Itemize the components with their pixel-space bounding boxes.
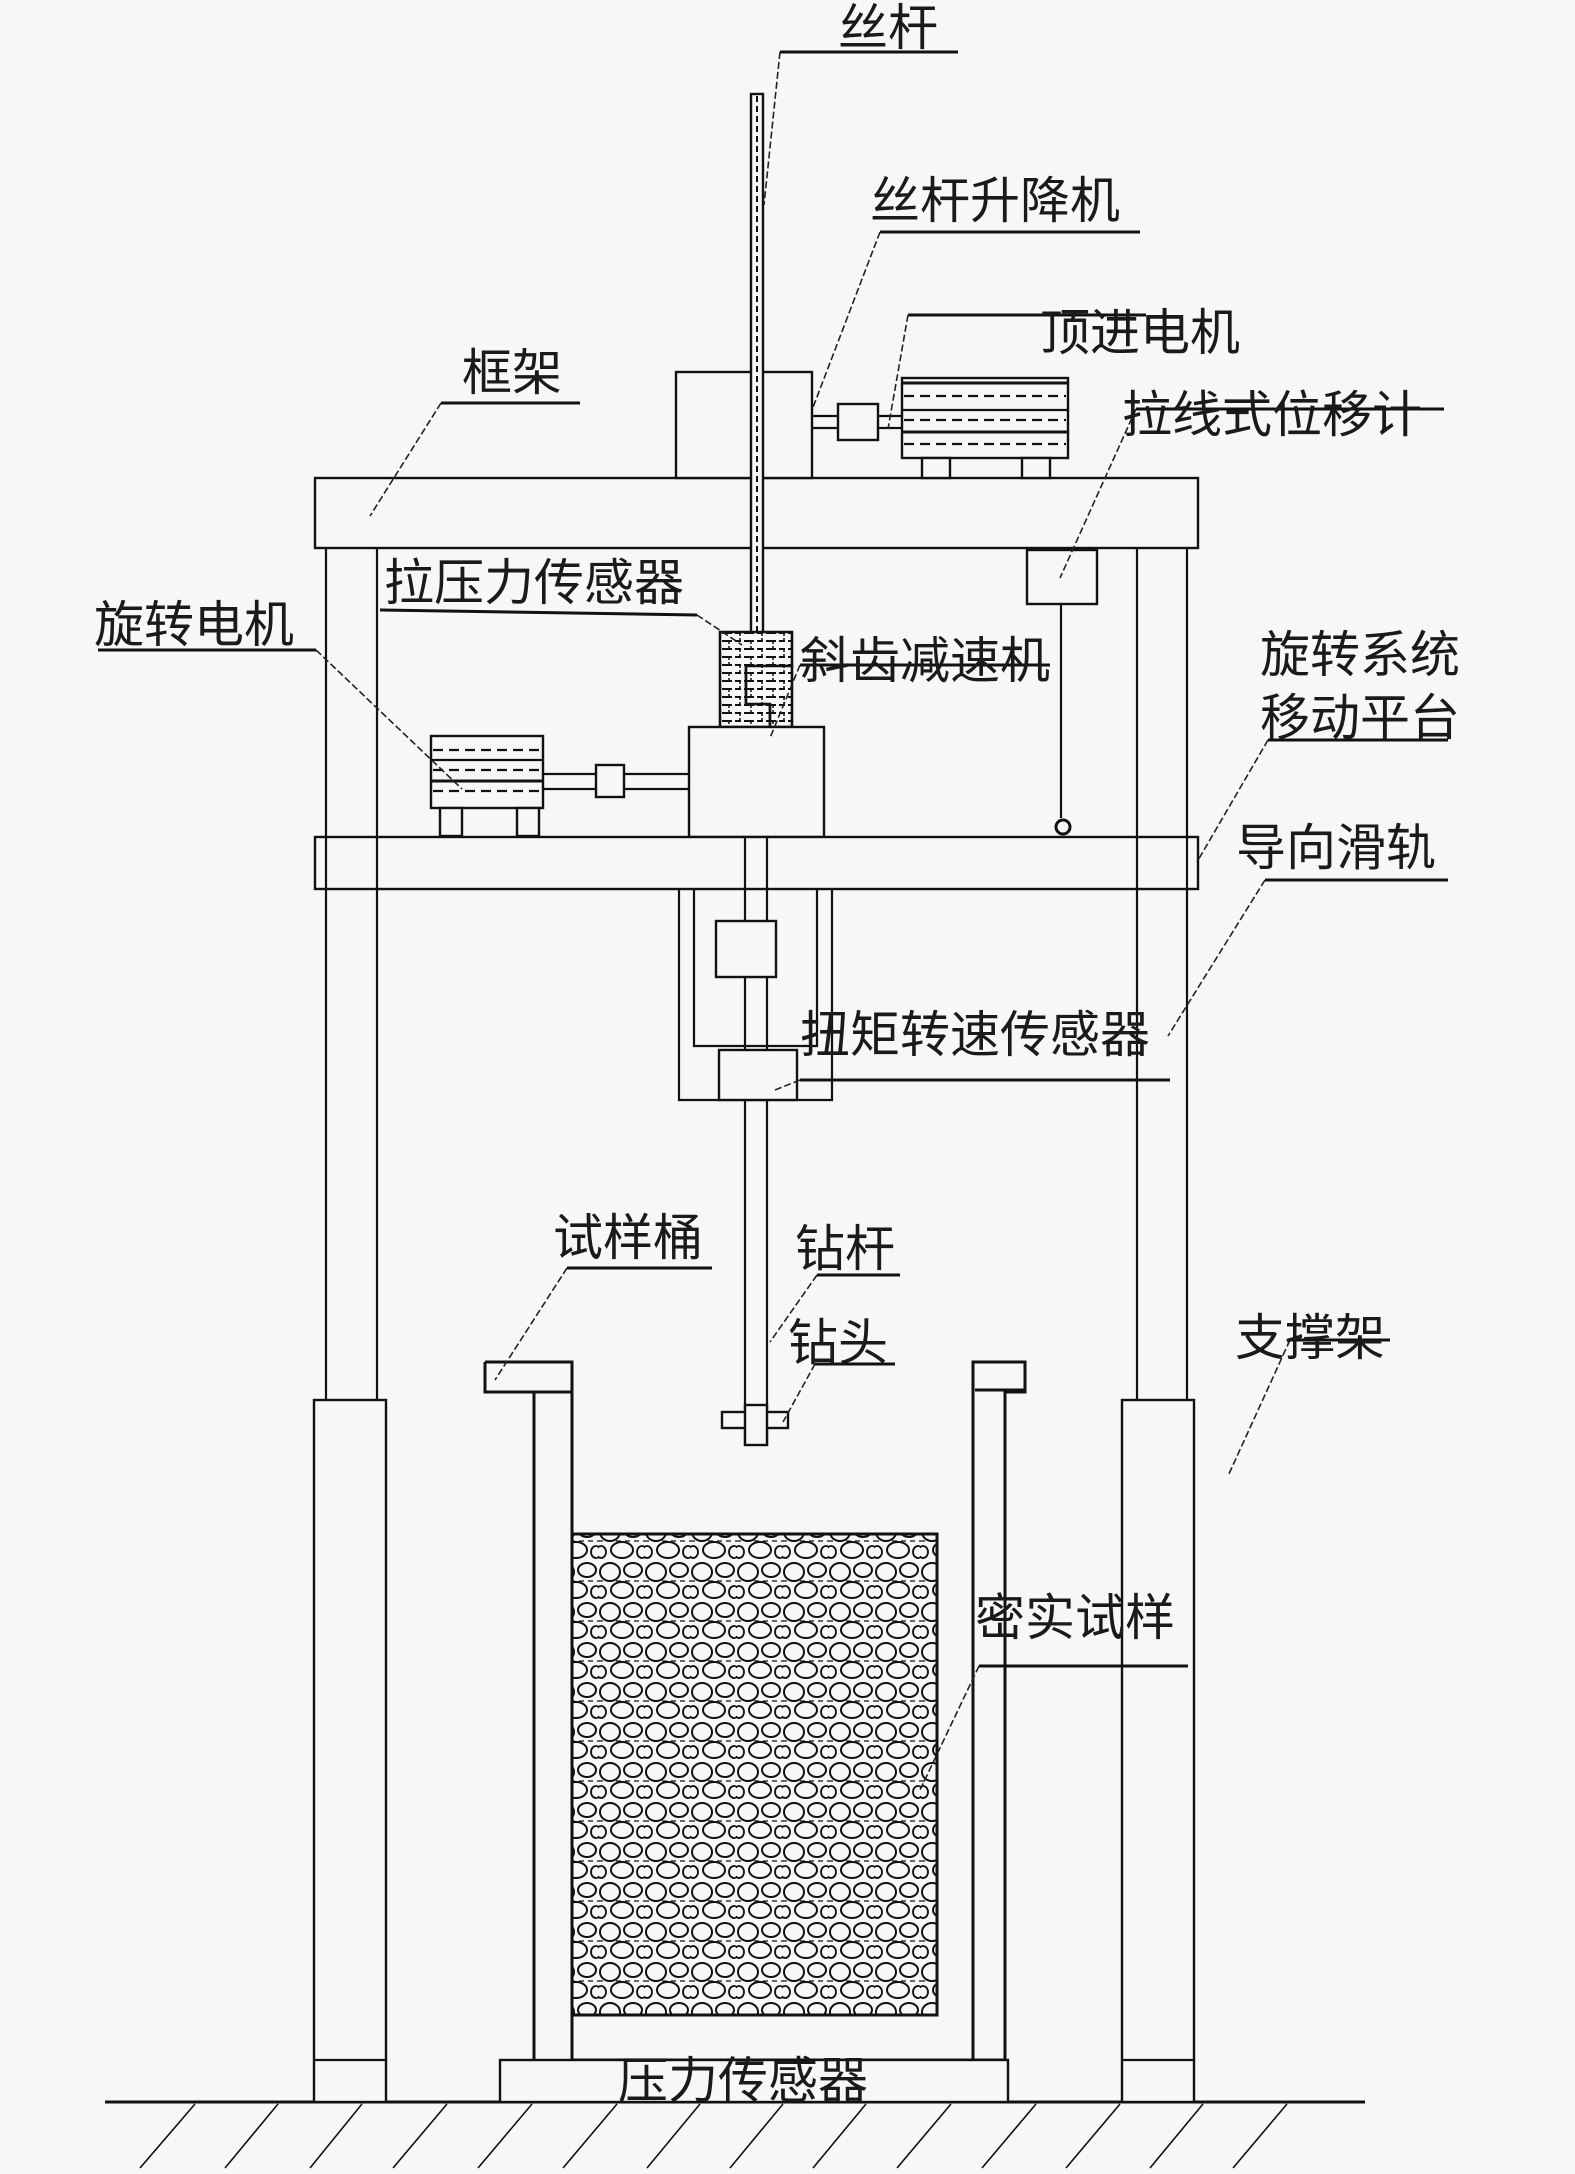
label-rotary-platform-line2: 移动平台	[1260, 689, 1460, 747]
torque-speed-sensor	[717, 1048, 799, 1102]
label-drill-rod: 钻杆	[795, 1220, 895, 1278]
label-sample-bucket: 试样桶	[553, 1209, 703, 1267]
feed-motor	[812, 376, 1070, 480]
rotary-motor-coupling	[594, 763, 626, 799]
dense-sample	[570, 1532, 939, 2017]
label-wire-displacement-meter: 拉线式位移计	[1122, 386, 1422, 444]
label-torque-speed-sensor: 扭矩转速传感器	[800, 1006, 1150, 1064]
label-drill-bit: 钻头	[788, 1314, 888, 1372]
label-tension-compression-sensor: 拉压力传感器	[384, 554, 684, 612]
label-rotary-motor: 旋转电机	[94, 596, 294, 654]
label-helical-gear-reducer: 斜齿减速机	[800, 632, 1050, 690]
label-feed-motor: 顶进电机	[1040, 304, 1240, 362]
pressure-sensor-base	[498, 2058, 1010, 2104]
torque-sensor-upper-block	[714, 919, 778, 979]
support-leg-left	[312, 1398, 388, 2104]
label-rotary-platform-line1: 旋转系统	[1260, 626, 1460, 684]
rotary-system-moving-platform	[313, 835, 1200, 891]
frame-column-left	[324, 548, 379, 1400]
label-support-frame: 支撑架	[1235, 1309, 1385, 1367]
ground-hatching	[139, 2103, 1288, 2169]
feed-motor-coupling	[836, 402, 880, 442]
frame-column-right	[1135, 548, 1189, 1400]
ground	[105, 2100, 1365, 2169]
helical-gear-reducer	[687, 725, 826, 839]
label-frame: 框架	[462, 344, 562, 402]
label-pressure-sensor: 压力传感器	[618, 2052, 868, 2110]
label-guide-rail: 导向滑轨	[1236, 819, 1436, 877]
label-underlines	[98, 50, 1448, 1668]
screw-lift-box	[674, 370, 814, 480]
label-dense-sample: 密实试样	[975, 1589, 1175, 1647]
lead-screw	[749, 92, 765, 636]
leader-lines	[315, 51, 1291, 1791]
support-leg-right	[1120, 1398, 1196, 2104]
wire-displacement-meter	[1025, 548, 1099, 836]
rotary-motor	[429, 734, 689, 838]
drill-bit	[720, 1403, 790, 1447]
label-lead-screw: 丝杆	[838, 0, 938, 57]
label-screw-lift: 丝杆升降机	[870, 172, 1120, 230]
